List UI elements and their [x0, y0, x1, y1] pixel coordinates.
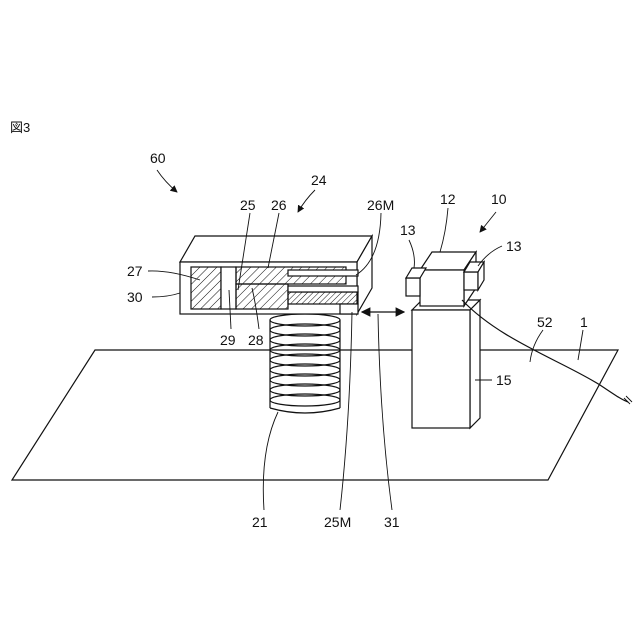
- label-27: 27: [127, 263, 143, 279]
- label-29: 29: [220, 332, 236, 348]
- label-13-right: 13: [506, 238, 522, 254]
- coil-spring: [270, 314, 340, 413]
- label-28: 28: [248, 332, 264, 348]
- label-30: 30: [127, 289, 143, 305]
- label-10: 10: [491, 191, 507, 207]
- label-12: 12: [440, 191, 456, 207]
- leader-lines: [148, 170, 583, 510]
- label-60: 60: [150, 150, 166, 166]
- base-plate: [12, 350, 618, 480]
- sensor-unit: [406, 252, 484, 428]
- holder-unit: [180, 236, 372, 314]
- label-1: 1: [580, 314, 588, 330]
- label-25m: 25M: [324, 514, 351, 530]
- label-26: 26: [271, 197, 287, 213]
- label-25: 25: [240, 197, 256, 213]
- label-24: 24: [311, 172, 327, 188]
- label-15: 15: [496, 372, 512, 388]
- label-13-left: 13: [400, 222, 416, 238]
- label-21: 21: [252, 514, 268, 530]
- label-52: 52: [537, 314, 553, 330]
- label-26m: 26M: [367, 197, 394, 213]
- figure-title: 図3: [10, 120, 30, 135]
- label-31: 31: [384, 514, 400, 530]
